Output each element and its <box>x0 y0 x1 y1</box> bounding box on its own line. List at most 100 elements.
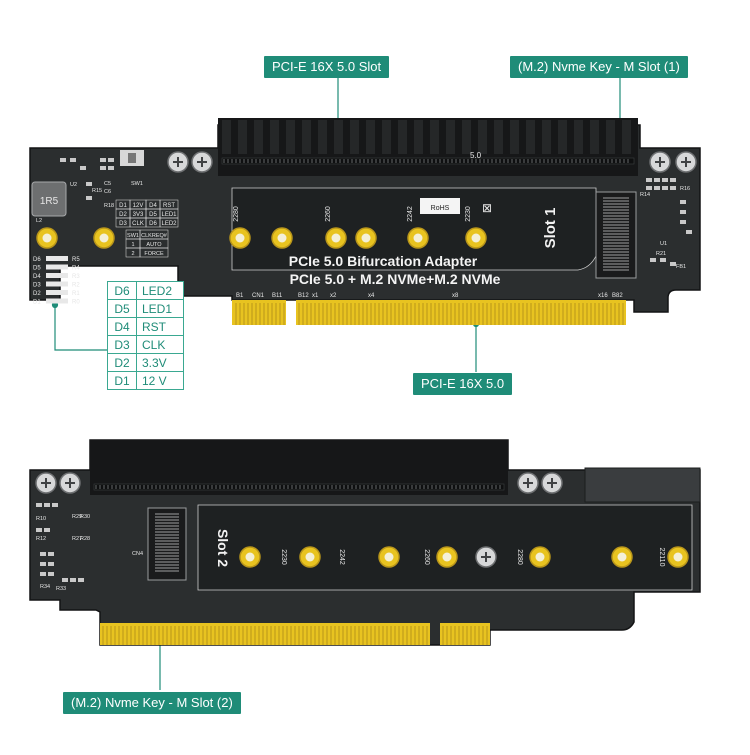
smd-part <box>62 578 68 582</box>
top-slot-pins <box>223 159 629 163</box>
size-label: 2280 <box>516 549 523 565</box>
slot-fin <box>270 120 279 154</box>
slot-fin <box>238 120 247 154</box>
mini-table-text: D4 <box>149 203 157 209</box>
callout-m2-slot1: (M.2) Nvme Key - M Slot (1) <box>510 56 688 78</box>
smd-part <box>86 196 92 200</box>
smd-part <box>654 186 660 190</box>
size-label: 2242 <box>338 549 345 565</box>
led-part <box>46 290 68 295</box>
resistor-label: R4 <box>72 266 80 272</box>
bottom-mounting-holes <box>239 546 689 568</box>
smd-part <box>86 182 92 186</box>
slot-fin <box>414 120 423 154</box>
mini-table-text: D5 <box>149 212 157 218</box>
led-part <box>46 298 68 304</box>
weee-icon: ⊠ <box>482 201 492 215</box>
ref-designator: CN4 <box>132 551 143 557</box>
resistor-label: R0 <box>72 300 80 306</box>
bottom-gold-fingers-short <box>440 623 490 645</box>
edge-label: x4 <box>368 293 375 299</box>
resistor-label: R2 <box>72 283 80 289</box>
switch-table-text: 2 <box>131 251 134 257</box>
size-label: 2260 <box>325 206 332 222</box>
edge-label: CN1 <box>252 293 265 299</box>
mounting-hole-center <box>471 233 481 243</box>
mounting-hole-center <box>42 233 52 243</box>
top-gold-fingers-short <box>232 300 286 325</box>
resistor-label: R3 <box>72 274 80 280</box>
mounting-hole-center <box>413 233 423 243</box>
top-m2-connector <box>595 191 637 279</box>
ref-designator: U2 <box>70 182 77 188</box>
ref-designator: L2 <box>36 218 42 224</box>
slot-fin <box>318 120 327 154</box>
edge-label: x8 <box>452 293 459 299</box>
ref-designator: U1 <box>660 241 667 247</box>
ref-designator: R21 <box>656 251 666 257</box>
led-part <box>46 273 68 278</box>
mini-table-text: D1 <box>119 203 127 209</box>
slot-fin <box>494 120 503 154</box>
legend-pin: D5 <box>107 299 137 318</box>
top-m2-connector-pins <box>603 197 629 271</box>
smd-part <box>70 158 76 162</box>
smd-part <box>680 200 686 204</box>
bottom-gold-finger-lines <box>102 626 488 645</box>
led-legend-leader <box>54 305 107 351</box>
bottom-rail <box>584 467 701 503</box>
slot-fin <box>462 120 471 154</box>
board-title-line1: PCIe 5.0 Bifurcation Adapter <box>289 253 478 269</box>
size-label: 2230 <box>465 206 472 222</box>
smd-part <box>646 186 652 190</box>
slot-fin <box>254 120 263 154</box>
ref-designator: R15 <box>92 188 102 194</box>
switch-table-text: AUTO <box>146 242 162 248</box>
smd-part <box>108 166 114 170</box>
slot-fin <box>622 120 631 154</box>
smd-part <box>654 178 660 182</box>
smd-part <box>60 158 66 162</box>
slot-fin <box>574 120 583 154</box>
mounting-hole-center <box>617 552 627 562</box>
slot-fin <box>590 120 599 154</box>
smd-part <box>650 258 656 262</box>
ref-designator: R12 <box>36 536 46 542</box>
mini-table-text: D2 <box>119 212 127 218</box>
led-part <box>46 281 68 287</box>
inductor-label: 1R5 <box>40 196 59 207</box>
switch-table-text: CLKREQ# <box>141 233 168 239</box>
slot-fin <box>430 120 439 154</box>
bottom-gold-fingers-long <box>100 623 430 645</box>
legend-signal: LED2 <box>136 281 184 300</box>
dip-switch-lever <box>128 153 136 163</box>
slot-fin <box>302 120 311 154</box>
mounting-hole-center <box>442 552 452 562</box>
smd-part <box>108 158 114 162</box>
legend-pin: D6 <box>107 281 137 300</box>
slot-fin <box>366 120 375 154</box>
bottom-slot-pins <box>95 485 501 489</box>
smd-part <box>680 220 686 224</box>
resistor-label: R5 <box>72 257 80 263</box>
led-label: D3 <box>33 283 41 289</box>
mounting-hole-center <box>673 552 683 562</box>
switch-table-text: 1 <box>131 242 134 248</box>
switch-table-cell <box>139 247 169 258</box>
mounting-hole-center <box>235 233 245 243</box>
smd-part <box>686 230 692 234</box>
size-label: 2280 <box>233 206 240 222</box>
ref-designator: R16 <box>680 186 690 192</box>
legend-pin: D2 <box>107 353 137 372</box>
smd-part <box>78 578 84 582</box>
mini-table-text: D3 <box>119 221 127 227</box>
top-slot-fins <box>222 120 631 154</box>
mini-table-text: RST <box>163 203 175 209</box>
smd-part <box>44 528 50 532</box>
ref-designator: R18 <box>104 203 114 209</box>
